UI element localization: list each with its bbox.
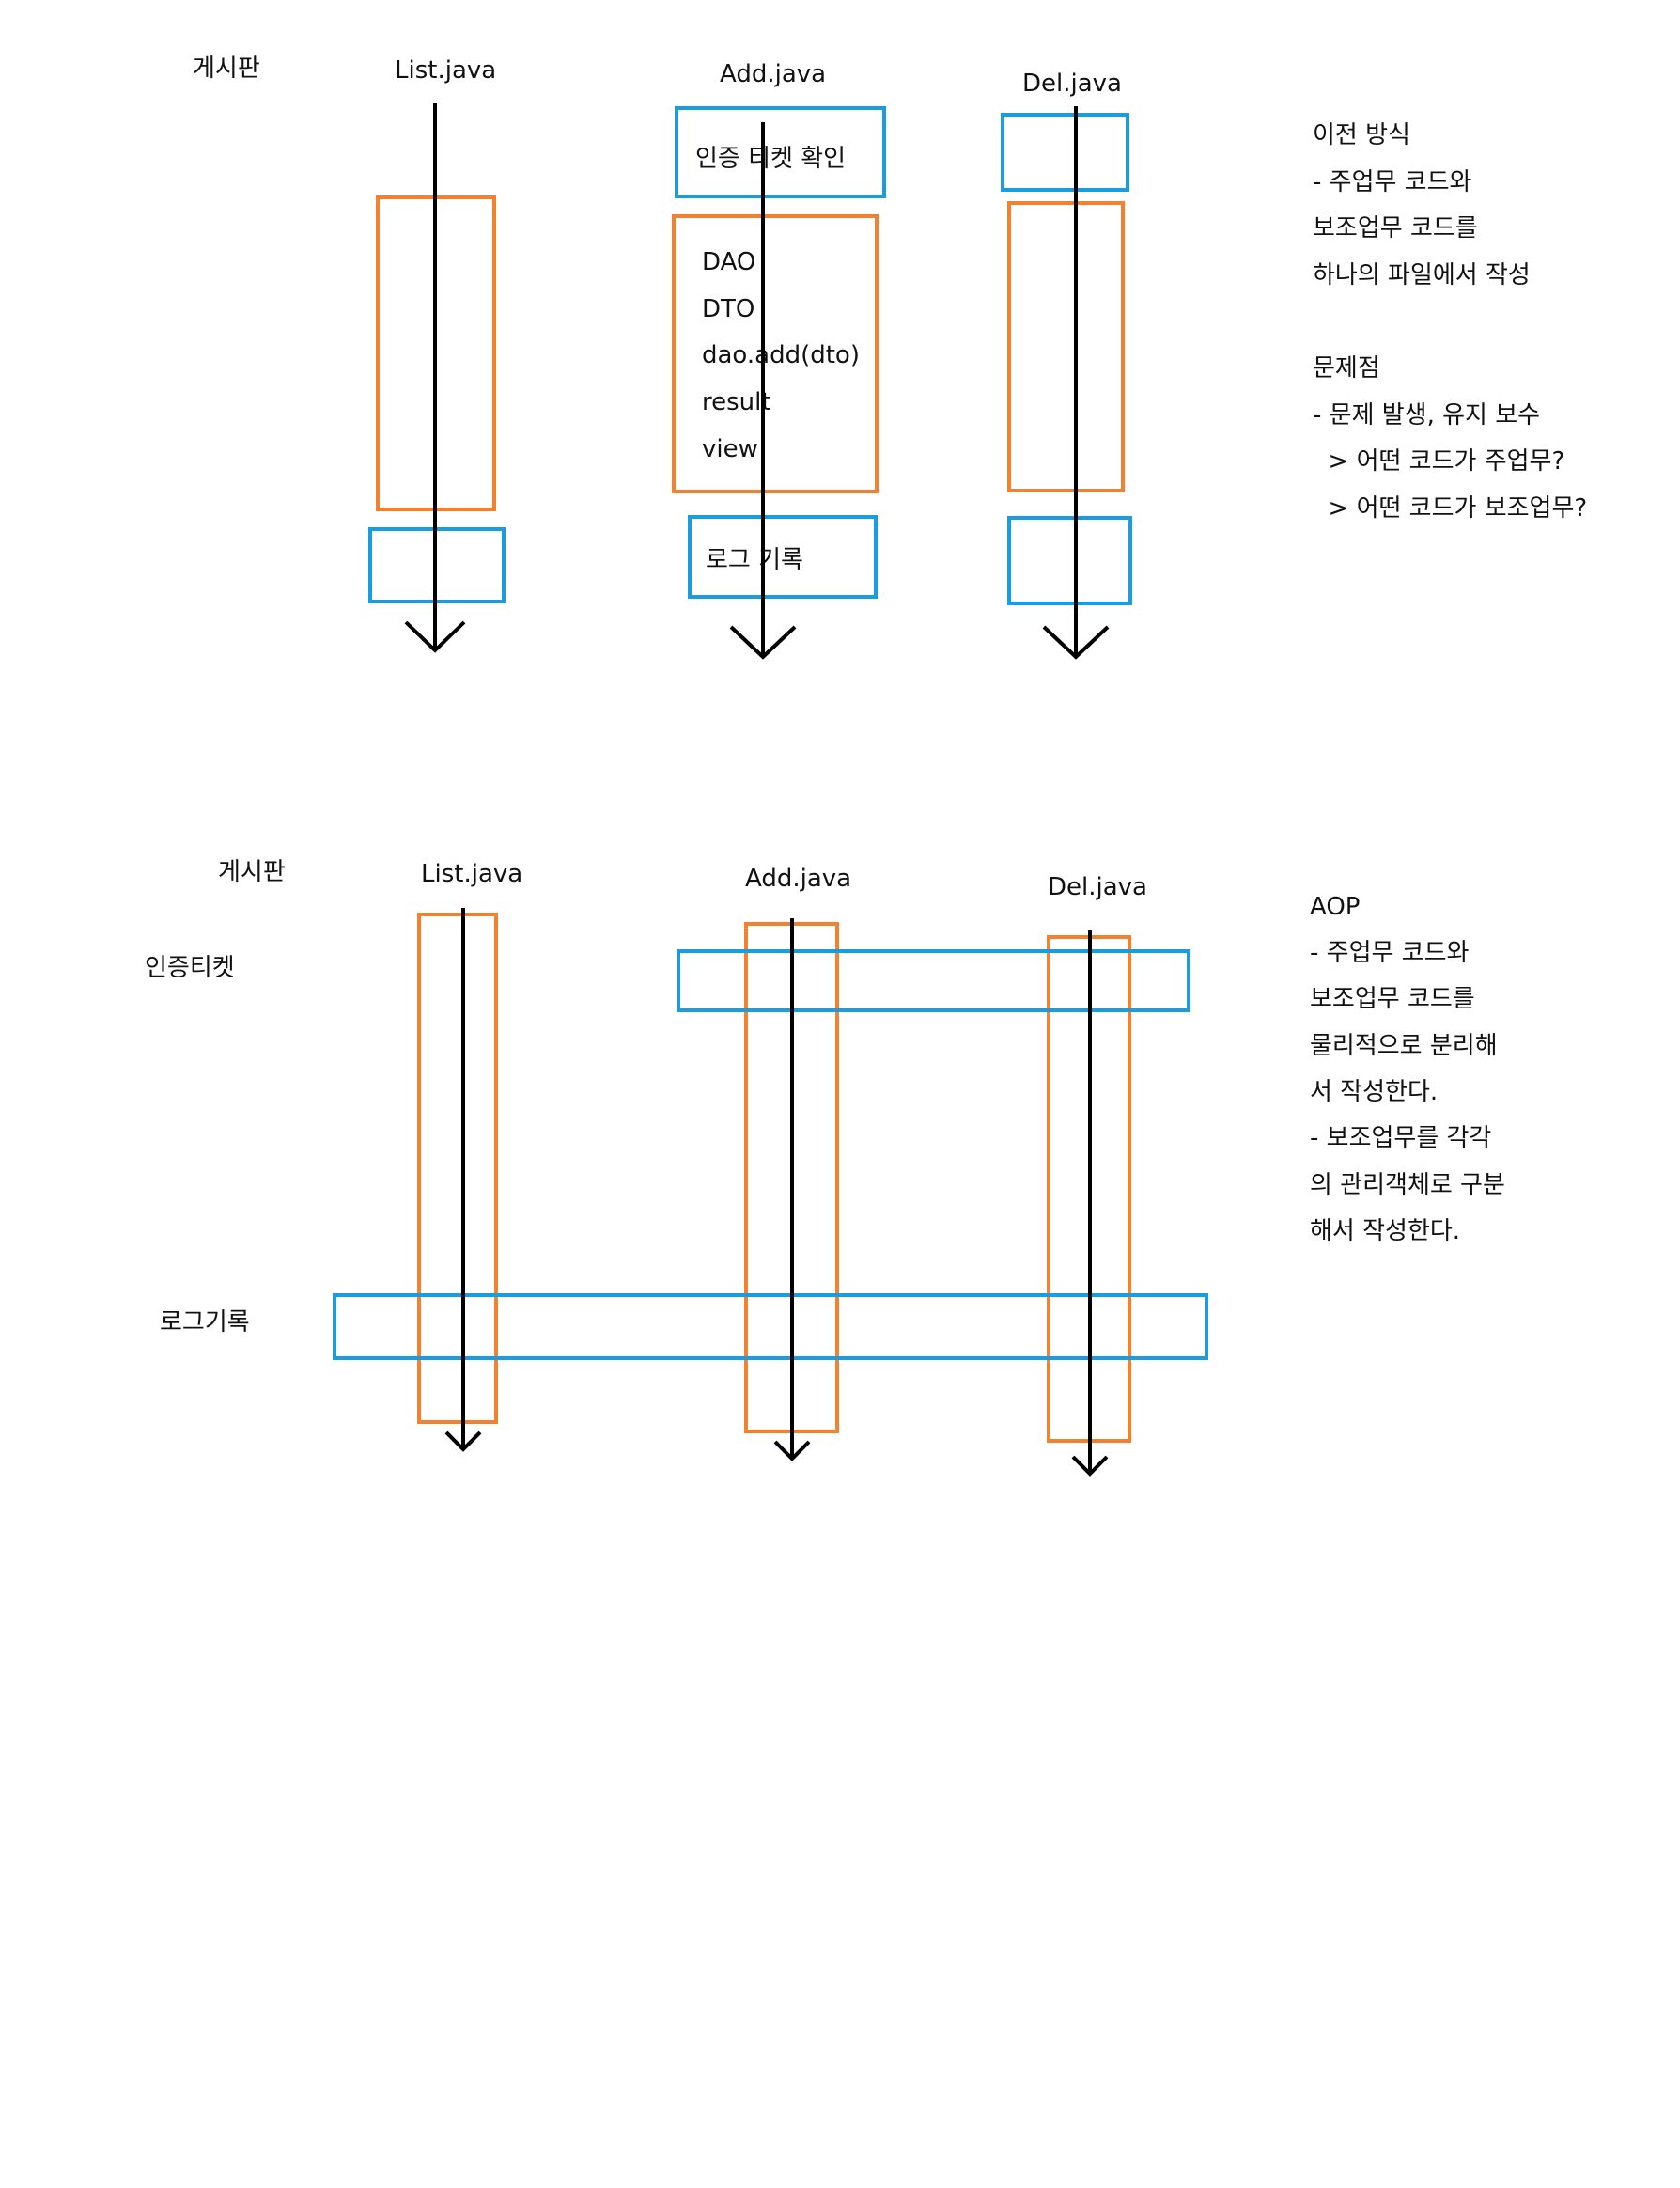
note-line: 물리적으로 분리해 — [1310, 1032, 1498, 1060]
bottom-board-label: 게시판 — [218, 858, 286, 886]
bottom-list-flow-arrowhead — [444, 1430, 482, 1452]
bottom-log-bar — [333, 1293, 1208, 1360]
note-line: > 어떤 코드가 보조업무? — [1313, 494, 1587, 523]
add-log-box — [688, 515, 878, 599]
bottom-auth-ticket-bar — [677, 949, 1190, 1012]
top-file-list: List.java — [395, 56, 496, 85]
add-code-line: view — [702, 435, 758, 463]
add-main-task-box — [672, 214, 879, 493]
note-line: AOP — [1310, 893, 1360, 921]
note-line: 하나의 파일에서 작성 — [1313, 261, 1531, 289]
note-line: 해서 작성한다. — [1310, 1217, 1460, 1245]
top-file-del: Del.java — [1022, 70, 1122, 98]
note-line: 문제점 — [1313, 354, 1380, 383]
bottom-auth-ticket-label: 인증티켓 — [145, 954, 235, 982]
add-code-line: DAO — [702, 248, 755, 276]
note-line: - 보조업무를 각각 — [1310, 1124, 1491, 1152]
add-flow-arrowhead — [729, 625, 797, 660]
add-code-line: DTO — [702, 295, 754, 323]
note-line: - 문제 발생, 유지 보수 — [1313, 401, 1540, 430]
bottom-file-list: List.java — [421, 860, 522, 888]
note-line: 의 관리객체로 구분 — [1310, 1171, 1505, 1199]
note-line: 이전 방식 — [1313, 121, 1410, 149]
del-flow-arrowhead — [1042, 625, 1110, 660]
bottom-section: 게시판 List.java Add.java Del.java 인증티켓 로그기… — [145, 858, 1505, 1477]
note-line: - 주업무 코드와 — [1313, 168, 1472, 196]
list-flow-arrowhead — [404, 620, 466, 653]
add-code-line: dao.add(dto) — [702, 341, 860, 369]
del-log-box — [1007, 516, 1132, 605]
bottom-notes: AOP - 주업무 코드와 보조업무 코드를 물리적으로 분리해 서 작성한다.… — [1310, 893, 1505, 1245]
top-board-label: 게시판 — [193, 55, 260, 83]
top-list-column — [368, 103, 506, 653]
add-auth-ticket-box — [675, 106, 886, 198]
note-line: 보조업무 코드를 — [1310, 985, 1475, 1013]
top-section: 게시판 List.java Add.java Del.java 인증 티켓 확인… — [193, 55, 1587, 660]
bottom-list-main-task-box — [417, 913, 498, 1424]
note-line: - 주업무 코드와 — [1310, 939, 1470, 967]
add-code-line: result — [702, 388, 771, 416]
top-file-add: Add.java — [720, 60, 826, 88]
bottom-del-flow-arrowhead — [1071, 1455, 1109, 1477]
bottom-file-del: Del.java — [1048, 873, 1147, 901]
del-main-task-box — [1007, 201, 1125, 492]
top-notes: 이전 방식 - 주업무 코드와 보조업무 코드를 하나의 파일에서 작성 문제점… — [1313, 121, 1587, 523]
del-auth-box — [1001, 113, 1129, 192]
add-auth-ticket-label: 인증 티켓 확인 — [695, 145, 846, 173]
bottom-add-flow-arrowhead — [773, 1440, 811, 1461]
note-line: > 어떤 코드가 주업무? — [1313, 447, 1564, 476]
note-line: 서 작성한다. — [1310, 1078, 1438, 1106]
top-del-column — [1001, 106, 1132, 660]
add-log-label: 로그 기록 — [706, 546, 803, 574]
top-add-column: 인증 티켓 확인 DAO DTO dao.add(dto) result vie… — [672, 106, 886, 660]
note-line: 보조업무 코드를 — [1313, 214, 1478, 242]
bottom-file-add: Add.java — [745, 865, 851, 893]
bottom-log-label: 로그기록 — [160, 1308, 250, 1336]
